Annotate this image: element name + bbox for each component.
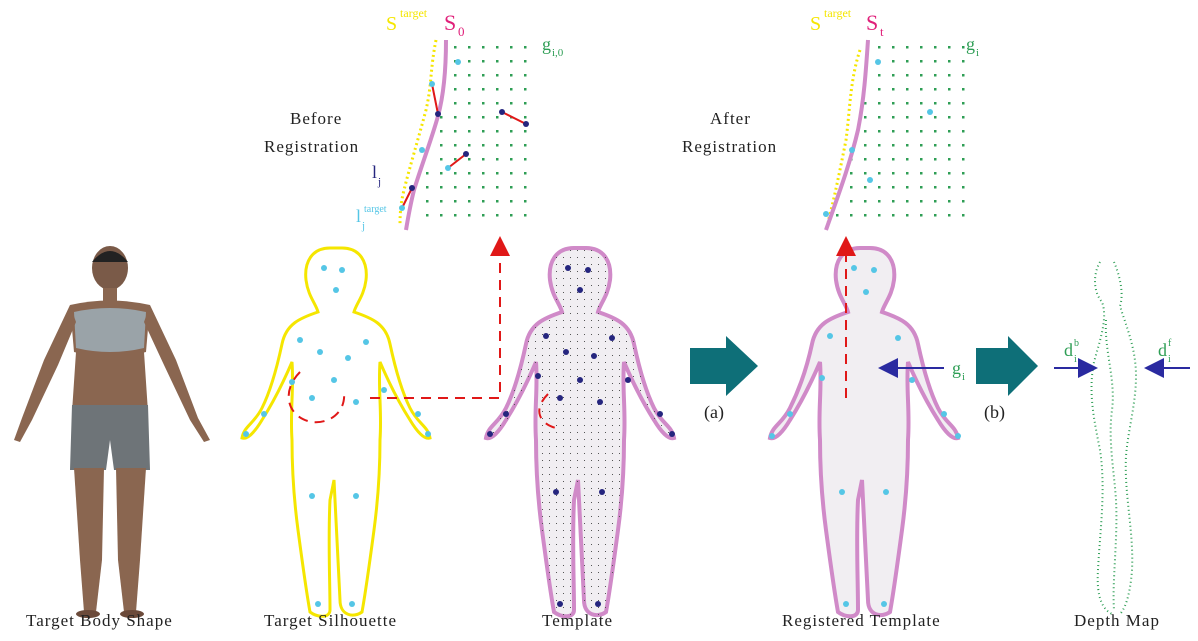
g-i-body-label: g i xyxy=(952,358,965,383)
svg-text:S: S xyxy=(810,13,821,35)
svg-text:0: 0 xyxy=(458,24,465,39)
svg-text:g: g xyxy=(952,358,961,378)
target-silhouette-figure xyxy=(242,248,430,616)
caption-target-body-shape: Target Body Shape xyxy=(26,611,173,630)
st-label: S t xyxy=(866,10,884,39)
arrow-a-label: (a) xyxy=(704,402,724,423)
zoom-before-panel xyxy=(399,40,529,230)
svg-text:S: S xyxy=(386,13,397,35)
svg-text:j: j xyxy=(377,176,381,188)
svg-text:i: i xyxy=(1168,354,1171,365)
svg-text:b: b xyxy=(1074,338,1079,349)
after-line2: Registration xyxy=(682,137,777,156)
svg-text:S: S xyxy=(444,10,456,35)
caption-template: Template xyxy=(542,611,613,630)
svg-text:g: g xyxy=(966,34,975,54)
s-target-curve-before xyxy=(400,40,436,226)
arrow-a-icon xyxy=(690,336,758,396)
svg-text:i: i xyxy=(962,371,965,383)
di-b-label: d b i xyxy=(1064,338,1079,365)
svg-text:target: target xyxy=(364,204,387,215)
di-f-label: d f i xyxy=(1158,338,1172,365)
svg-text:target: target xyxy=(400,6,428,20)
s-target-label-after: S target xyxy=(810,6,852,35)
grid-points-before xyxy=(426,46,527,217)
target-body-photo xyxy=(14,246,210,618)
g-i0-label: g i,0 xyxy=(542,34,564,59)
svg-text:f: f xyxy=(1168,338,1172,349)
svg-text:i,0: i,0 xyxy=(552,47,564,59)
svg-text:t: t xyxy=(880,24,884,39)
svg-text:i: i xyxy=(976,47,979,59)
svg-text:i: i xyxy=(1074,354,1077,365)
before-line1: Before xyxy=(290,109,342,128)
svg-text:d: d xyxy=(1158,340,1167,360)
arrow-b-label: (b) xyxy=(984,402,1005,423)
svg-text:target: target xyxy=(824,6,852,20)
l-j-label: l j xyxy=(372,162,381,188)
after-line1: After xyxy=(710,109,751,128)
svg-text:l: l xyxy=(356,206,361,226)
arrow-b-icon xyxy=(976,336,1038,396)
template-figure xyxy=(486,248,674,616)
caption-depth-map: Depth Map xyxy=(1074,611,1160,630)
registered-template-figure xyxy=(770,248,958,616)
caption-target-silhouette: Target Silhouette xyxy=(264,611,397,630)
svg-text:g: g xyxy=(542,34,551,54)
grid-points-after xyxy=(836,46,965,217)
svg-text:l: l xyxy=(372,162,377,182)
before-line2: Registration xyxy=(264,137,359,156)
depth-map-figure xyxy=(1092,262,1136,614)
zoom-after-panel xyxy=(823,40,965,230)
s0-label: S 0 xyxy=(444,10,465,39)
g-i-top-label: g i xyxy=(966,34,979,59)
svg-text:j: j xyxy=(361,220,365,232)
l-target-label: l target j xyxy=(356,204,387,232)
svg-text:S: S xyxy=(866,10,878,35)
caption-registered-template: Registered Template xyxy=(782,611,941,630)
s-target-label-before: S target xyxy=(386,6,428,35)
svg-text:d: d xyxy=(1064,340,1073,360)
